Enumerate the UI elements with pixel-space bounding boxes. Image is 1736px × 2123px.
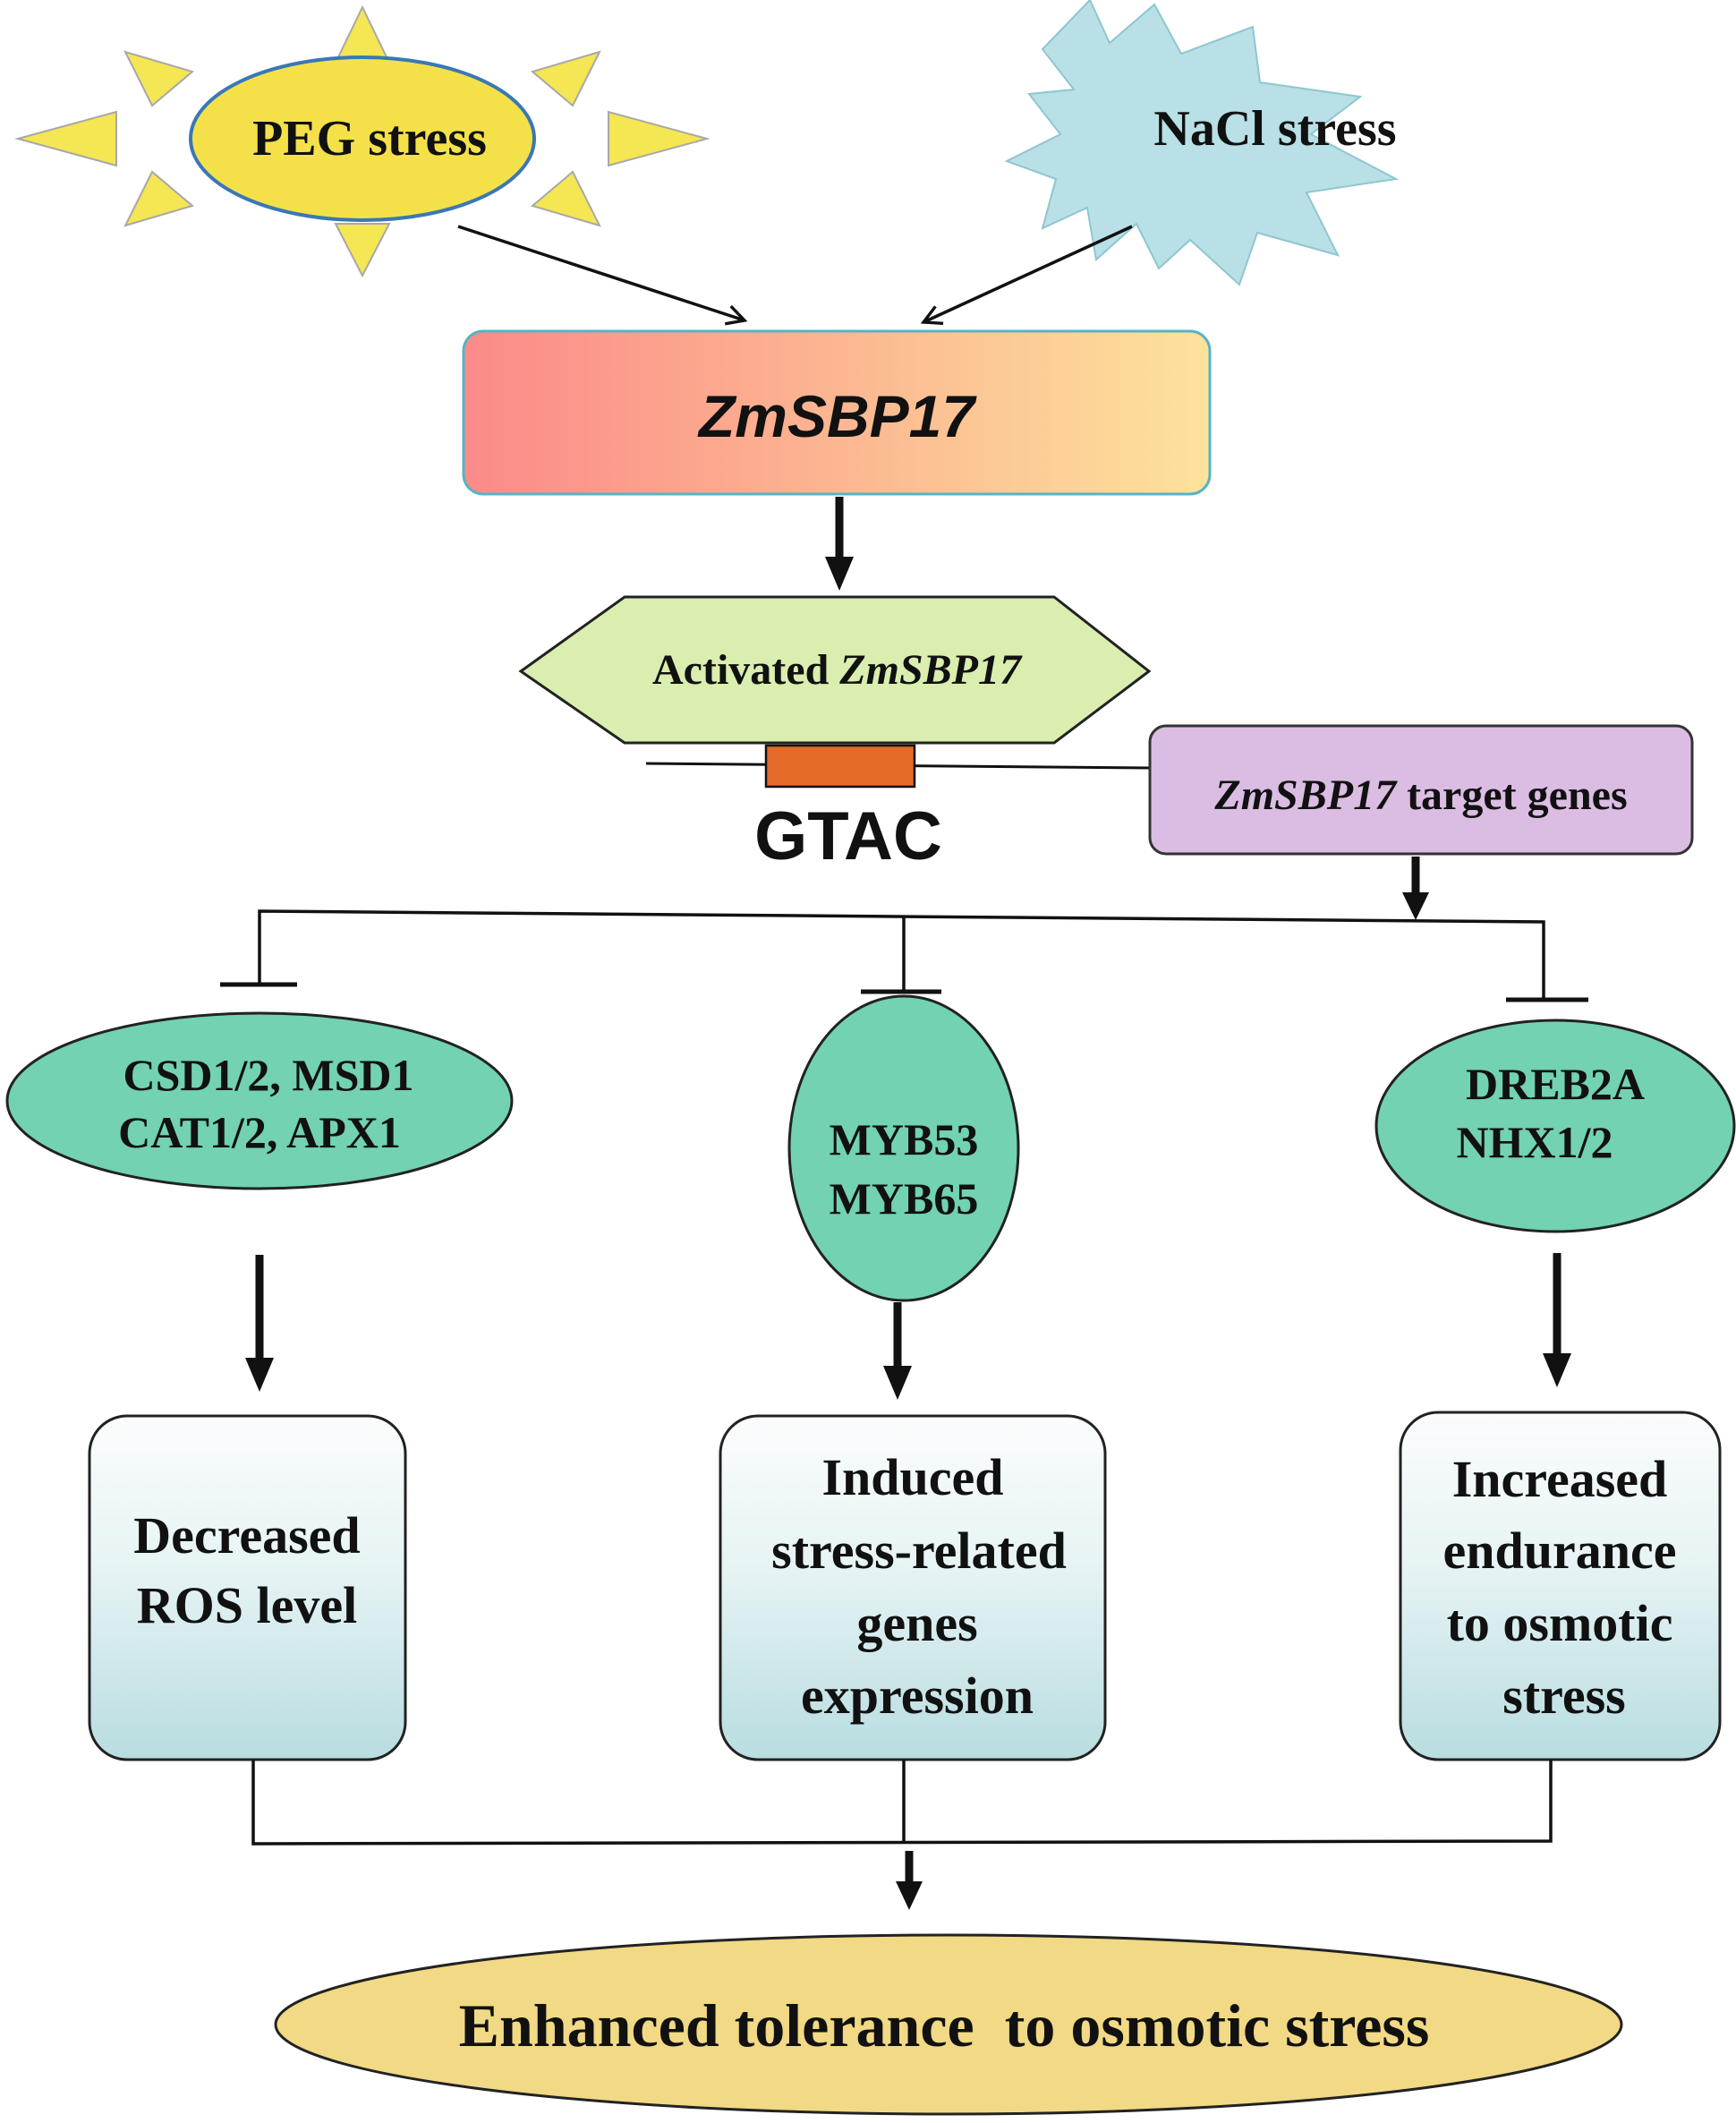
gene-box [462, 329, 1212, 496]
branch-horizontal [258, 909, 1545, 998]
result-ellipse [274, 1933, 1623, 2116]
peg-to-gene-arrow [457, 225, 748, 326]
gtac-motif [764, 744, 916, 789]
motif-label: GTAC [754, 798, 942, 874]
repressed-middle-line2: MYB65 [830, 1173, 979, 1223]
repressed-right-line1: DREB2A [1466, 1059, 1645, 1109]
result-arrow-head [896, 1881, 923, 1910]
peg-stress-sun: PEG stress [14, 4, 711, 278]
repressed-left-line2: CAT1/2, APX1 [118, 1107, 401, 1157]
outcome-middle-line4: expression [801, 1667, 1034, 1725]
targets-suffix: target genes [1396, 772, 1628, 819]
activated-gene: ZmSBP17 [838, 646, 1023, 694]
targets-gene: ZmSBP17 [1213, 772, 1398, 819]
outcome-middle-line2: stress-related [771, 1522, 1067, 1580]
repressed-middle-ellipse [787, 994, 1020, 1302]
repressed-right-line2: NHX1/2 [1457, 1117, 1613, 1167]
target-genes-box [1148, 724, 1694, 856]
peg-ellipse [189, 55, 536, 222]
nacl-to-gene-arrow [920, 225, 1133, 326]
nacl-stress-burst: NaCl stress [1004, 0, 1400, 286]
outcome-right-line4: stress [1502, 1667, 1625, 1725]
outcome-left-line2: ROS level [137, 1576, 357, 1634]
nacl-stress-label: NaCl stress [1153, 101, 1396, 157]
outcome-right-line1: Increased [1452, 1450, 1668, 1508]
outcome-right-line2: endurance [1443, 1522, 1677, 1580]
sun-rays [14, 4, 711, 278]
outcome-middle-line3: genes [856, 1594, 977, 1652]
target-genes-label: ZmSBP17 target genes [1213, 772, 1627, 819]
repressed-middle-line1: MYB53 [830, 1114, 979, 1164]
converge-horizontal [251, 1760, 1553, 1846]
outcome-middle-box [719, 1414, 1107, 1761]
middle-down-arrow-head [883, 1366, 912, 1400]
outcome-right-line3: to osmotic [1447, 1594, 1673, 1652]
activated-prefix: Activated [652, 646, 839, 694]
outcome-left-box [88, 1414, 407, 1761]
activated-label: Activated ZmSBP17 [652, 646, 1023, 694]
repression-branches [220, 909, 1588, 1002]
repressed-left-ellipse [5, 1011, 514, 1190]
result-label: Enhanced tolerance to osmotic stress [459, 1991, 1430, 2059]
outcome-middle-line1: Induced [821, 1448, 1003, 1506]
converging-lines [251, 1760, 1553, 1846]
outcome-right-box [1399, 1411, 1722, 1761]
targets-arrow-head [1402, 892, 1429, 920]
left-down-arrow-head [245, 1358, 274, 1392]
repressed-left-line1: CSD1/2, MSD1 [123, 1050, 413, 1100]
gene-to-activated-head [825, 557, 854, 591]
right-down-arrow-head [1543, 1353, 1571, 1387]
repressed-right-ellipse [1374, 1019, 1736, 1233]
outcome-left-line1: Decreased [133, 1506, 360, 1565]
activated-hexagon [518, 595, 1152, 745]
peg-stress-label: PEG stress [252, 111, 487, 166]
gene-label: ZmSBP17 [697, 383, 977, 449]
nacl-burst-shape [1004, 0, 1400, 286]
